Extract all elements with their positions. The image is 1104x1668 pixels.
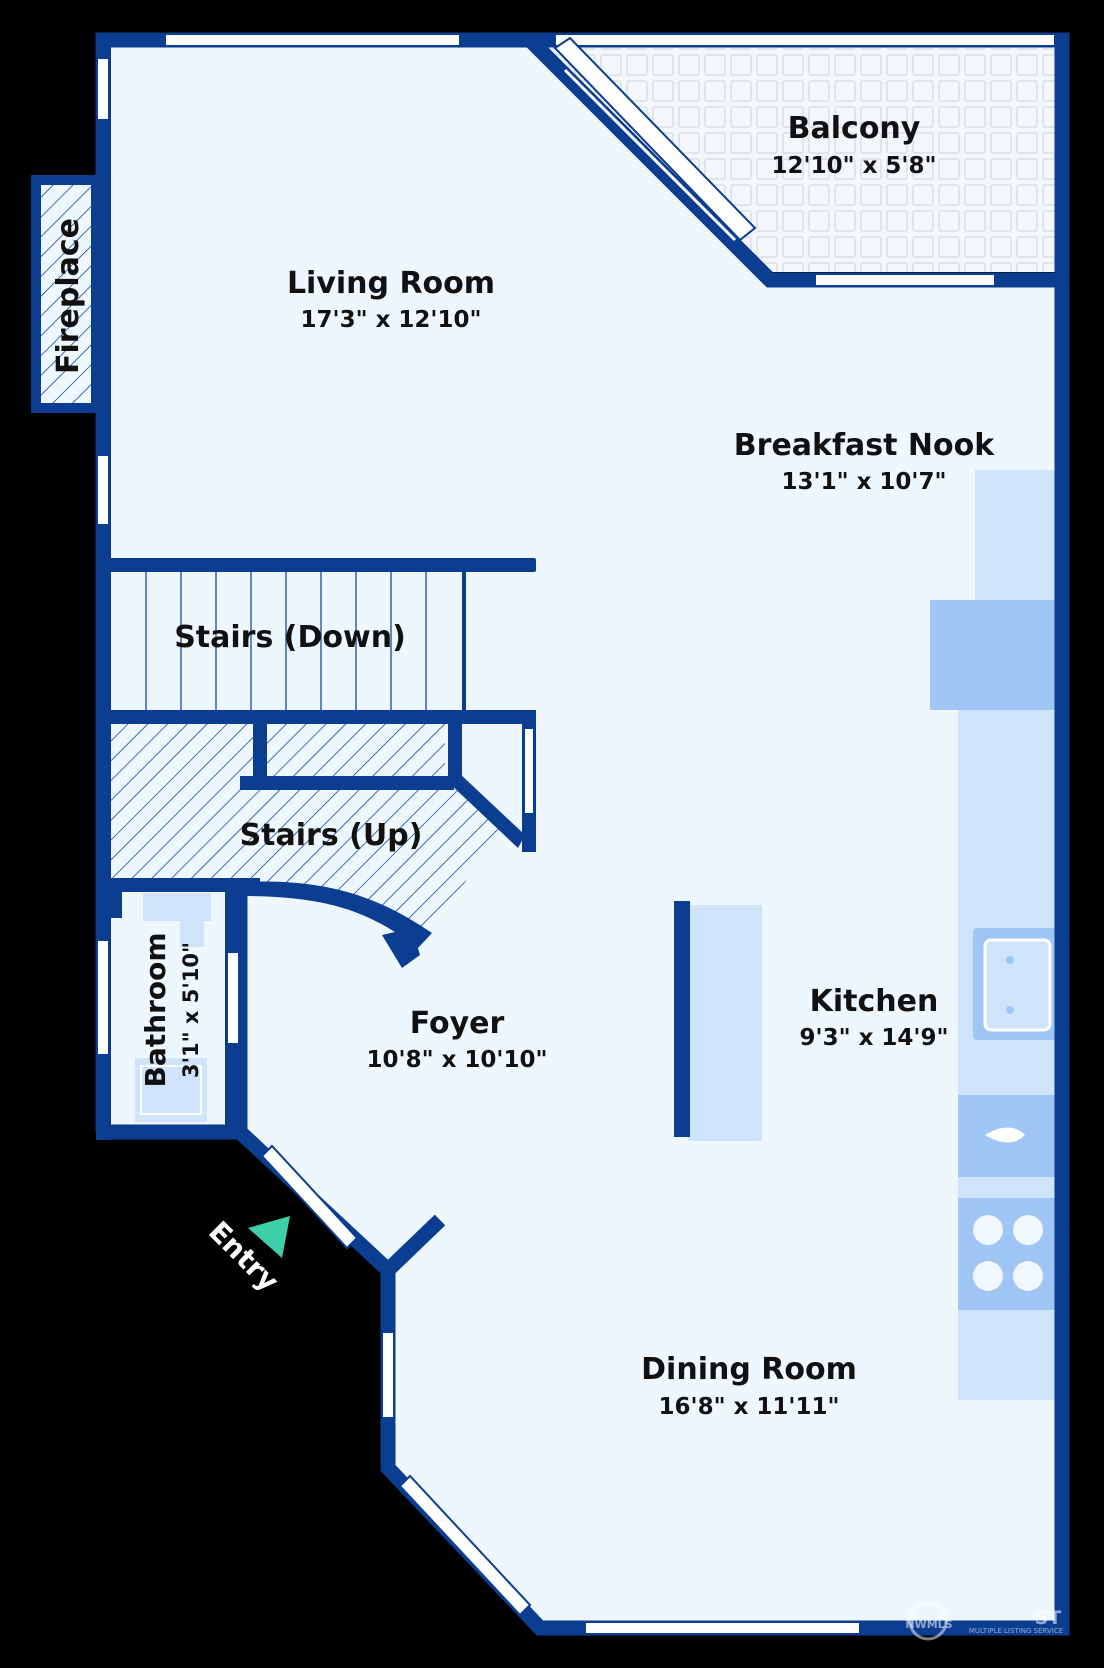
room-dims-balcony: 12'10" x 5'8" xyxy=(772,153,937,179)
room-dims-kitchen: 9'3" x 14'9" xyxy=(800,1025,949,1051)
kitchen-island-edge xyxy=(674,901,690,1137)
windows xyxy=(96,33,1056,1635)
room-dims-living-room: 17'3" x 12'10" xyxy=(301,307,482,333)
bathroom-fixtures xyxy=(135,893,211,1122)
stairs-down-treads xyxy=(145,568,427,712)
room-dims-foyer: 10'8" x 10'10" xyxy=(367,1047,548,1073)
room-name-breakfast-nook: Breakfast Nook xyxy=(734,428,995,463)
room-name-stairs-up: Stairs (Up) xyxy=(240,818,423,853)
mls-watermark: NWMLS ST MULTIPLE LISTING SERVICE xyxy=(905,1601,1063,1641)
balcony-door-diagonal xyxy=(553,36,757,242)
balcony-area xyxy=(540,40,1060,272)
kitchen-island xyxy=(688,905,762,1141)
fireplace-label: Fireplace xyxy=(51,218,86,374)
room-name-bathroom: Bathroom xyxy=(139,932,172,1087)
room-name-kitchen: Kitchen xyxy=(810,984,939,1019)
room-dims-breakfast-nook: 13'1" x 10'7" xyxy=(782,469,947,495)
interior-walls xyxy=(100,558,536,1132)
mls-logo-icon xyxy=(908,1601,948,1641)
room-name-balcony: Balcony xyxy=(788,111,921,146)
mls-watermark-line2: MULTIPLE LISTING SERVICE xyxy=(969,1627,1063,1635)
room-name-living-room: Living Room xyxy=(287,266,495,301)
room-name-stairs-down: Stairs (Down) xyxy=(174,620,406,655)
entry-arrow-icon xyxy=(248,1216,290,1258)
kitchen-counters xyxy=(930,470,1060,1400)
room-name-foyer: Foyer xyxy=(410,1006,505,1041)
room-dims-bathroom: 3'1" x 5'10" xyxy=(179,942,203,1078)
mls-brand: NWMLS xyxy=(905,1618,952,1631)
mls-watermark-line1: ST xyxy=(1035,1607,1062,1629)
room-name-dining-room: Dining Room xyxy=(641,1352,857,1387)
room-dims-dining-room: 16'8" x 11'11" xyxy=(659,1394,840,1420)
floor-area xyxy=(103,40,1062,1628)
stairs-up-landing xyxy=(265,722,445,778)
